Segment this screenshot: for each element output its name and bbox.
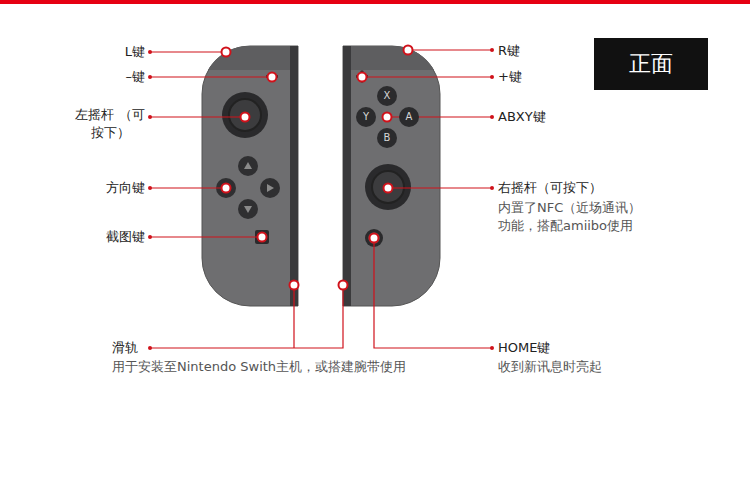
- part-label: 用于安装至Nintendo Swith主机，或搭建腕带使用: [112, 358, 406, 376]
- callout-marker: [268, 73, 277, 82]
- part-label: 右摇杆（可按下）: [498, 179, 602, 197]
- part-label: R键: [498, 42, 520, 60]
- leader-line: [150, 51, 221, 52]
- part-label: –键: [126, 68, 146, 86]
- left-stick-cap: [229, 99, 261, 131]
- home-ring: [369, 233, 379, 243]
- leader-dot: [148, 115, 152, 119]
- leader-line: [150, 290, 343, 348]
- right-stick-base: [365, 164, 411, 210]
- arrow-right: [267, 184, 274, 192]
- callout-marker: [384, 184, 393, 193]
- left-stick-base: [222, 92, 268, 138]
- leader-dot: [148, 50, 152, 54]
- dpad-right: [260, 178, 280, 198]
- leader-dot: [490, 75, 494, 79]
- right-joycon-body: [343, 46, 440, 306]
- face-button: X: [377, 86, 397, 106]
- face-button: Y: [356, 107, 376, 127]
- part-label: 截图键: [106, 228, 145, 246]
- face-button: A: [399, 107, 419, 127]
- view-tag: 正面: [594, 38, 708, 90]
- callout-marker: [339, 281, 348, 290]
- left-joycon-body: [202, 46, 298, 306]
- part-label: 左摇杆 （可按下）: [75, 106, 145, 142]
- part-label: L键: [125, 43, 145, 61]
- callout-marker: [258, 233, 267, 242]
- leader-dot: [490, 186, 494, 190]
- button-letter: A: [406, 112, 413, 122]
- button-circle: [399, 107, 419, 127]
- callout-marker: [222, 48, 231, 57]
- view-title: 正面: [619, 47, 683, 81]
- capture-button: [255, 230, 269, 244]
- arrow-up: [244, 162, 252, 169]
- leader-line: [413, 49, 492, 50]
- leader-dot: [148, 186, 152, 190]
- callout-marker: [404, 46, 413, 55]
- dpad-down: [238, 199, 258, 219]
- button-circle: [377, 128, 397, 148]
- leader-dot: [490, 115, 494, 119]
- button-letter: X: [384, 91, 391, 101]
- part-label: ABXY键: [498, 108, 546, 126]
- part-label: 内置了NFC（近场通讯） 功能，搭配amiibo使用: [498, 199, 658, 235]
- leader-dot: [490, 48, 494, 52]
- part-label: 收到新讯息时亮起: [498, 358, 602, 376]
- part-label: 滑轨: [112, 339, 138, 357]
- part-label: +键: [498, 68, 522, 86]
- arrow-down: [244, 206, 252, 213]
- callout-marker: [370, 234, 379, 243]
- l-shoulder: [208, 46, 298, 70]
- part-label: HOME键: [498, 339, 550, 357]
- top-bar: [0, 0, 750, 4]
- callout-marker: [383, 113, 392, 122]
- leader-line: [393, 187, 492, 188]
- leader-dot: [148, 75, 152, 79]
- callout-marker: [290, 281, 299, 290]
- leader-line: [150, 187, 221, 188]
- callout-marker: [358, 73, 367, 82]
- dpad-up: [238, 156, 258, 176]
- leader-line: [150, 116, 240, 117]
- right-stick-cap: [372, 171, 404, 203]
- button-letter: Y: [363, 112, 369, 122]
- leader-dot: [490, 346, 494, 350]
- leader-line: [374, 243, 492, 348]
- face-button: B: [377, 128, 397, 148]
- right-rail: [343, 46, 351, 306]
- leader-line: [150, 236, 257, 237]
- button-circle: [377, 86, 397, 106]
- button-circle: [356, 107, 376, 127]
- leader-dot: [148, 235, 152, 239]
- part-label: 方向键: [106, 179, 145, 197]
- leader-line: [367, 76, 492, 77]
- leader-line: [150, 76, 267, 77]
- callout-marker: [222, 184, 231, 193]
- left-rail: [290, 46, 298, 306]
- leader-dot: [148, 346, 152, 350]
- callout-marker: [241, 113, 250, 122]
- button-letter: B: [384, 133, 391, 143]
